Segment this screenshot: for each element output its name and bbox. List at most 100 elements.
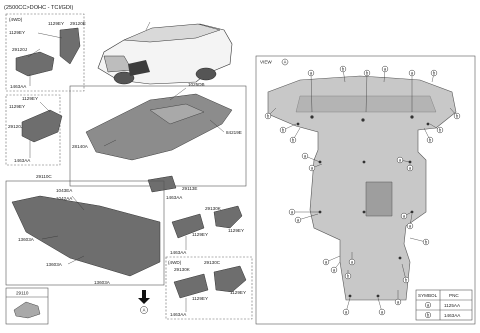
callout-marker-a — [378, 308, 386, 316]
callout-label: a — [397, 300, 400, 305]
part-label-1129ey-a: 1129EY — [48, 21, 64, 26]
part-label-1129ey-d: 1129EY — [9, 104, 25, 109]
callout-marker-a — [308, 164, 316, 172]
callout-label: a — [403, 214, 406, 219]
shield-mid-left — [21, 109, 63, 143]
legend-part-frame — [5, 287, 49, 325]
callout-marker-b — [422, 238, 430, 246]
part-label-1025db: 1025DB — [188, 82, 205, 87]
group-4wd-bracket-frame — [165, 256, 253, 320]
part-label-1129ey-b: 1129EY — [9, 30, 25, 35]
callout-marker-b — [430, 69, 438, 77]
lower-panel-title: 29110C — [36, 174, 52, 179]
part-label-29130k-a: 29130K — [205, 206, 222, 211]
part-label-29120e: 29120E — [70, 21, 86, 26]
callout-marker-b — [436, 126, 444, 134]
part-label-1129ey-c: 1129EY — [22, 96, 38, 101]
lower-panel-frame — [5, 180, 165, 286]
callout-marker-b — [344, 272, 352, 280]
center-under-cover — [85, 93, 233, 161]
callout-marker-a — [294, 216, 302, 224]
callout-label: a — [381, 310, 384, 315]
view-panel-frame — [255, 55, 476, 325]
callout-leader — [310, 72, 313, 113]
vehicle-illustration — [97, 21, 233, 85]
part-label-13603a-a: 13603A — [18, 237, 35, 242]
part-label-28140a: 28140A — [72, 144, 89, 149]
callout-marker-a — [396, 156, 404, 164]
part-label-13603a-b: 13603A — [46, 262, 63, 267]
callout-leader — [365, 72, 368, 113]
callout-marker-b — [453, 112, 461, 120]
callout-label: b — [347, 274, 350, 279]
callout-marker-a — [288, 208, 296, 216]
callout-label: a — [297, 218, 300, 223]
part-label-1463aa-d: 1463AA — [170, 250, 187, 255]
part-label-1463aa-b: 1463AA — [14, 158, 31, 163]
callout-label: b — [425, 240, 428, 245]
view-arrow-icon — [138, 290, 150, 304]
callout-label: a — [291, 210, 294, 215]
group-4wd-bracket-label: (4WD) — [168, 260, 182, 265]
callout-label: b — [439, 128, 442, 133]
callout-label: a — [325, 260, 328, 265]
part-label-29130c: 29130C — [204, 260, 221, 265]
callout-label: a — [409, 224, 412, 229]
shield-4wd-left — [15, 51, 55, 77]
symbol-table-row-b-pnc: 1463AA — [444, 313, 461, 318]
group-mid-left-frame — [5, 94, 61, 166]
callout-label: b — [405, 278, 408, 283]
callout-label: a — [384, 67, 387, 72]
bracket-2wd-left — [171, 213, 205, 239]
center-cover-raised — [149, 103, 205, 125]
part-label-29113e: 29113E — [182, 186, 198, 191]
callout-label: b — [282, 128, 285, 133]
callout-label: b — [456, 114, 459, 119]
callout-marker-a — [400, 212, 408, 220]
callout-label: a — [311, 166, 314, 171]
part-label-1129ey-g: 1129EY — [192, 296, 208, 301]
symbol-table-row-b-symbol: b — [427, 313, 430, 318]
callout-marker-a — [307, 69, 315, 77]
callout-marker-a — [348, 258, 356, 266]
callout-label: a — [411, 71, 414, 76]
part-label-1129ey-h: 1129EY — [230, 290, 246, 295]
part-label-1043ea: 1043EA — [56, 188, 73, 193]
callout-marker-b — [339, 65, 347, 73]
callout-marker-b — [289, 136, 297, 144]
bracket-4wd-left — [173, 273, 209, 299]
callout-marker-a — [322, 258, 330, 266]
callout-marker-b — [426, 136, 434, 144]
symbol-table-row-a-symbol: a — [427, 303, 430, 308]
callout-label: b — [342, 67, 345, 72]
view-arrow-marker — [140, 306, 148, 314]
part-label-1129ey-e: 1129EY — [192, 232, 208, 237]
callout-marker-a — [330, 266, 338, 274]
callout-label: b — [292, 138, 295, 143]
engine-spec-title: (2500CC>DOHC - TCI/GDI) — [4, 5, 74, 11]
bracket-2wd-right — [213, 205, 243, 229]
callout-label: a — [399, 158, 402, 163]
callout-label: a — [333, 268, 336, 273]
part-label-29130k-b: 29130K — [174, 267, 191, 272]
center-small-cover — [147, 175, 177, 193]
callout-marker-a — [301, 152, 309, 160]
symbol-table — [415, 289, 473, 321]
symbol-table-header-symbol: SYMBOL — [418, 293, 438, 298]
callout-label: b — [429, 138, 432, 143]
lower-long-cover — [11, 195, 161, 277]
callout-marker-a — [394, 298, 402, 306]
callout-label: b — [433, 71, 436, 76]
callout-marker-a — [406, 164, 414, 172]
bracket-4wd-right — [213, 265, 247, 293]
callout-label: a — [345, 310, 348, 315]
part-label-84219e: 84219E — [226, 130, 242, 135]
callout-marker-a — [408, 69, 416, 77]
group-4wd-top-label: (4WD) — [9, 17, 23, 22]
view-arrow-marker-label: A — [143, 308, 146, 313]
view-panel-marker-label: A — [284, 60, 287, 65]
callout-marker-a — [406, 222, 414, 230]
